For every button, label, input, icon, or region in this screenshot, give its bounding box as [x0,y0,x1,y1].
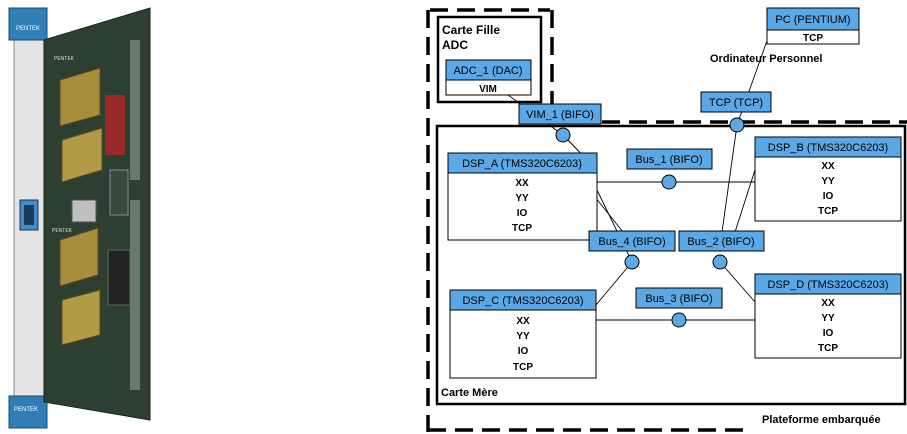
port-vim: VIM [479,84,497,95]
chip-module [61,289,101,346]
block-dsp-a-title: DSP_A (TMS320C6203) [462,158,582,170]
block-dsp-b-title: DSP_B (TMS320C6203) [768,142,888,154]
dsp-d-port: YY [821,313,835,324]
block-dsp-b[interactable]: DSP_B (TMS320C6203) XX YY IO TCP [754,136,902,222]
link-bus2[interactable]: Bus_2 (BIFO) [678,230,765,252]
dsp-c-port: YY [516,331,530,342]
block-dsp-c-body [449,309,597,379]
block-dsp-c[interactable]: DSP_C (TMS320C6203) XX YY IO TCP [449,289,597,379]
photo-brand-mid: PENTEK [54,56,75,62]
link-bus1[interactable]: Bus_1 (BIFO) [626,148,713,170]
block-pc-title: PC (PENTIUM) [775,14,850,26]
node-bus3[interactable] [671,312,687,328]
backplane-connector [130,200,140,390]
dsp-c-port: IO [518,346,529,357]
link-tcp-dspb [721,124,738,233]
block-dsp-a-body [447,172,598,241]
block-adc-body [445,79,532,96]
link-bus3-box [635,287,723,309]
ic [109,169,129,216]
link-bus4-label: Bus_4 (BIFO) [598,236,665,248]
ic [107,249,131,306]
link-bus2-dspd [719,261,756,303]
link-bus4-dspc [595,261,633,306]
link-bus2-label: Bus_2 (BIFO) [687,236,754,248]
connector-port [24,205,34,225]
bottom-handle [8,395,48,429]
photo-brand-lower: PENTEK [52,228,73,234]
block-adc[interactable]: ADC_1 (DAC) VIM [445,59,532,96]
dsp-c-port: XX [516,316,530,327]
link-vim1-box [518,103,602,125]
plateforme-label: Plateforme embarquée [762,414,881,426]
node-bus2[interactable] [712,254,728,270]
link-tcp-label: TCP (TCP) [709,97,763,109]
node-bus1[interactable] [661,174,677,190]
dsp-a-port: YY [515,193,529,204]
block-adc-title: ADC_1 (DAC) [453,65,522,77]
dsp-b-port: TCP [818,206,838,217]
dsp-c-port: TCP [513,362,533,373]
link-vim1-label: VIM_1 (BIFO) [526,109,594,121]
block-dsp-c-title: DSP_C (TMS320C6203) [462,295,583,307]
link-tcp[interactable]: TCP (TCP) [700,91,772,113]
top-handle [8,7,48,41]
ic [71,199,97,223]
node-bus4[interactable] [624,254,640,270]
board-photo: PENTEK PENTEK PENTEK PENTEK [8,7,151,429]
dsp-b-port: IO [823,191,834,202]
dsp-d-port: XX [821,298,835,309]
link-bus2-box [678,230,765,252]
dsp-a-port: XX [515,178,529,189]
dsp-b-port: XX [821,161,835,172]
photo-brand-bottom: PENTEK [14,407,38,413]
block-pc-body [766,29,860,45]
link-bus3-label: Bus_3 (BIFO) [645,293,712,305]
link-bus4-box [588,230,676,252]
block-dsp-d[interactable]: DSP_D (TMS320C6203) XX YY IO TCP [754,273,902,359]
carte-mere-label: Carte Mère [441,387,498,399]
link-bus1-label: Bus_1 (BIFO) [635,154,702,166]
link-bus3[interactable]: Bus_3 (BIFO) [635,287,723,309]
block-dsp-d-body [754,293,902,359]
dsp-a-port: IO [517,208,528,219]
dsp-b-port: YY [821,176,835,187]
node-vim1[interactable] [555,127,571,143]
block-dsp-b-body [754,156,902,222]
chip-module [59,227,99,287]
ordinateur-label: Ordinateur Personnel [710,53,822,65]
dsp-d-port: IO [823,328,834,339]
backplane-connector [130,40,140,180]
carte-fille-box [436,15,543,104]
dsp-a-port: TCP [512,223,532,234]
block-dsp-a[interactable]: DSP_A (TMS320C6203) XX YY IO TCP [447,152,598,241]
link-vim1[interactable]: VIM_1 (BIFO) [518,103,602,125]
node-tcp[interactable] [729,117,745,133]
photo-brand-top: PENTEK [16,26,40,32]
block-pc[interactable]: PC (PENTIUM) TCP [766,7,860,45]
chip-module [61,127,103,183]
port-pc-tcp: TCP [803,33,823,44]
link-bus2-dspb [734,169,756,233]
dsp-d-port: TCP [818,343,838,354]
chip-module [59,67,101,127]
red-component-block [105,95,125,155]
link-bus1-box [626,148,713,170]
block-dsp-d-title: DSP_D (TMS320C6203) [767,279,888,291]
carte-mere-box [435,124,907,406]
link-tcp-box [700,91,772,113]
link-bus4[interactable]: Bus_4 (BIFO) [588,230,676,252]
